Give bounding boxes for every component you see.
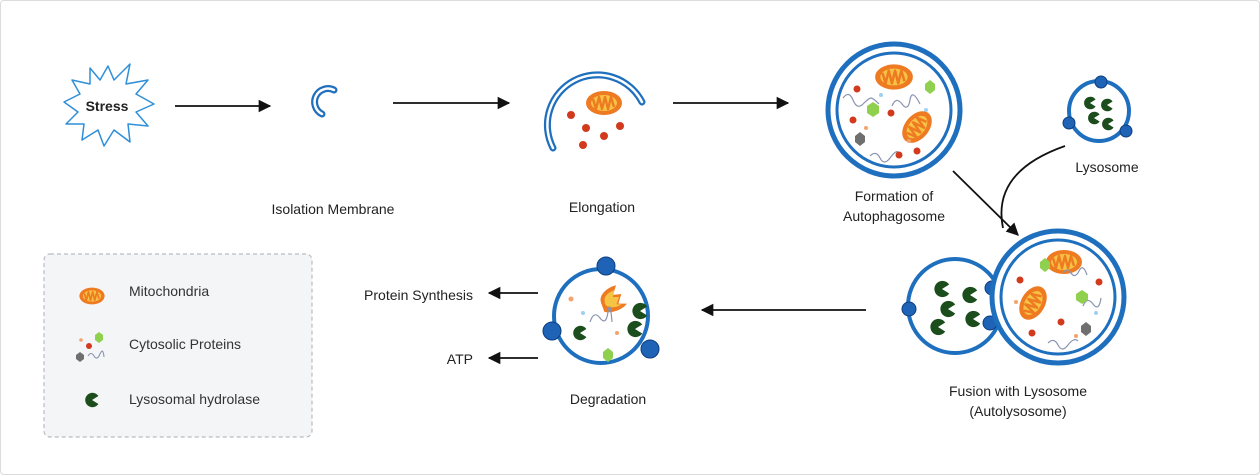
protein-synthesis-label: Protein Synthesis <box>364 287 473 303</box>
legend-label-lysosomal-hydrolase: Lysosomal hydrolase <box>129 391 260 407</box>
legend: Mitochondria Cytosolic Proteins Lysosoma… <box>43 253 313 438</box>
lysosome-icon <box>1062 75 1133 143</box>
autophagosome-icon <box>825 41 963 179</box>
fusion-label-line1: Fusion with Lysosome <box>949 383 1087 399</box>
autophagosome-label-line1: Formation of <box>855 188 934 204</box>
legend-label-mitochondria: Mitochondria <box>129 283 209 299</box>
arrow-autophagosome-to-fusion <box>952 170 1019 236</box>
arrow-lysosome-to-fusion <box>1000 145 1066 229</box>
stress-burst: Stress <box>63 63 155 147</box>
autophagosome-label-line2: Autophagosome <box>843 208 945 224</box>
fusion-label-line2: (Autolysosome) <box>969 403 1066 419</box>
isolation-membrane-icon <box>311 85 338 118</box>
autolysosome-icon <box>901 228 1127 366</box>
elongation-icon <box>543 71 646 152</box>
mitochondria-icon <box>873 63 915 91</box>
legend-label-cytosolic-proteins: Cytosolic Proteins <box>129 336 241 352</box>
cytosolic-proteins-icon <box>76 332 105 362</box>
legend-box <box>43 253 313 438</box>
mitochondria-icon <box>78 286 106 306</box>
lysosome-label: Lysosome <box>1075 159 1139 175</box>
elongation-label: Elongation <box>569 199 635 215</box>
atp-label: ATP <box>447 351 473 367</box>
isolation-membrane-label: Isolation Membrane <box>272 201 395 217</box>
degradation-label: Degradation <box>570 391 646 407</box>
mitochondria-icon <box>584 89 624 117</box>
degradation-icon <box>542 256 660 365</box>
stress-label: Stress <box>86 98 129 114</box>
